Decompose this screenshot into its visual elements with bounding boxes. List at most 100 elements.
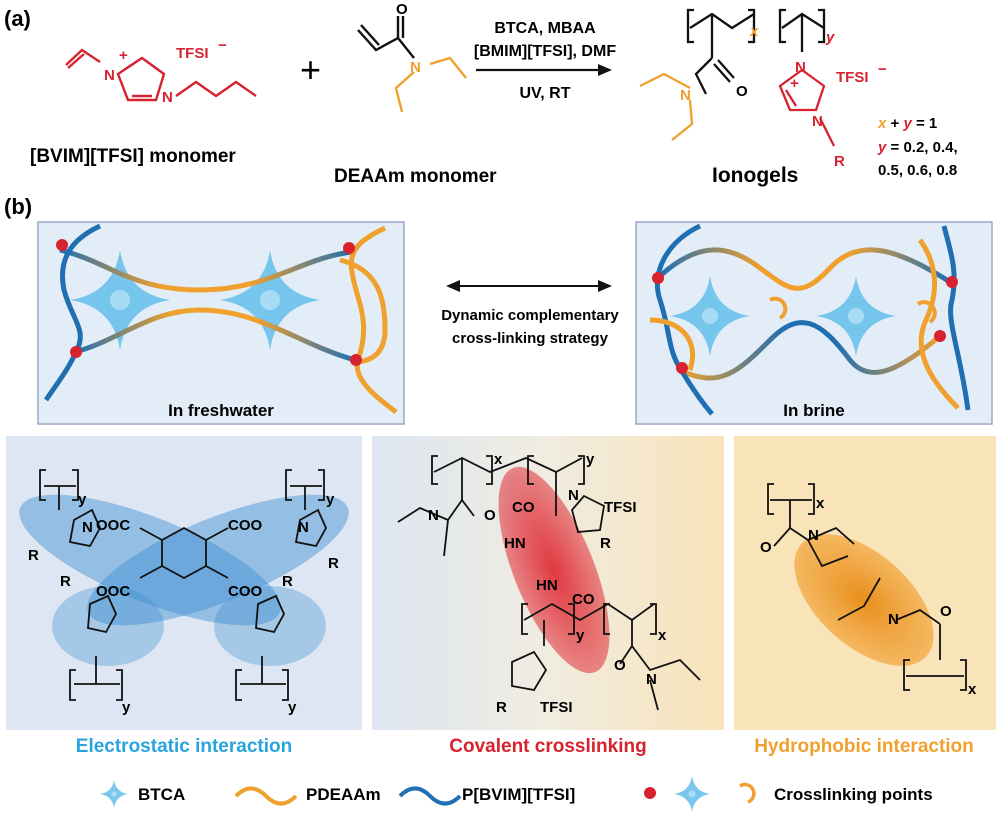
cov-sub-x-2: x: [658, 627, 667, 644]
elec-n-plus-2: N: [298, 519, 309, 536]
crosslink-point: [934, 330, 946, 342]
cov-n-2: N: [646, 671, 657, 688]
pdeaam-legend-icon: [234, 786, 298, 806]
brine-caption: In brine: [783, 401, 844, 420]
panel-label-b: (b): [4, 194, 32, 219]
crosslink-point: [676, 362, 688, 374]
electrostatic-label: Electrostatic interaction: [76, 736, 292, 757]
cov-co-1: CO: [512, 499, 535, 516]
product-plus-charge: +: [790, 75, 799, 92]
bvim-monomer-structure: [65, 48, 257, 102]
conditions-line3: UV, RT: [520, 85, 571, 102]
conditions-line1: BTCA, MBAA: [494, 20, 596, 37]
deaam-monomer-label: DEAAm monomer: [334, 166, 497, 187]
deaam-monomer-structure: [357, 16, 467, 113]
ionogel-product-structure: [639, 8, 836, 147]
cov-hn-2: HN: [536, 577, 558, 594]
hyd-sub-x-2: x: [968, 681, 977, 698]
bvim-n2: N: [162, 89, 173, 106]
cov-n-imid-1: N: [568, 487, 579, 504]
btca-point-legend-icon: [674, 776, 710, 812]
product-n-amide: N: [680, 87, 691, 104]
ratio-line2: y = 0.2, 0.4,: [877, 139, 958, 156]
bvim-monomer-label: [BVIM][TFSI] monomer: [30, 146, 236, 167]
elec-coo-1: COO: [228, 517, 263, 534]
crosslink-point: [652, 272, 664, 284]
elec-ooc-2: OOC: [96, 583, 130, 600]
reaction-arrowhead: [598, 64, 612, 76]
pbvim-legend-icon: [398, 786, 462, 806]
cov-sub-y-2: y: [576, 627, 585, 644]
double-arrow-left-head: [446, 280, 460, 292]
elec-r-2: R: [328, 555, 339, 572]
cov-tfsi-2: TFSI: [540, 699, 573, 716]
legend-pbvim: P[BVIM][TFSI]: [462, 785, 575, 804]
cov-o-1: O: [484, 507, 496, 524]
product-n-imid2: N: [812, 113, 823, 130]
elec-n-plus-1: N: [82, 519, 93, 536]
crosslink-point: [343, 242, 355, 254]
bvim-tfsi: TFSI: [176, 45, 209, 62]
hydrophobic-label: Hydrophobic interaction: [754, 736, 974, 757]
cov-co-2: CO: [572, 591, 595, 608]
product-tfsi: TFSI: [836, 69, 869, 86]
hydrophobic-panel: O N N O x x: [734, 436, 996, 730]
strategy-line1: Dynamic complementary: [441, 307, 619, 324]
crosslink-point: [70, 346, 82, 358]
strategy-line2: cross-linking strategy: [452, 330, 609, 347]
elec-r-1: R: [28, 547, 39, 564]
cov-sub-y-1: y: [586, 451, 595, 468]
elec-sub-y-4: y: [288, 699, 297, 716]
crosslink-point: [350, 354, 362, 366]
electrostatic-panel: N N R R R R OOC COO OOC COO y y y y: [6, 436, 362, 730]
product-o: O: [736, 83, 748, 100]
legend: BTCA PDEAAm P[BVIM][TFSI] Crosslinking p…: [100, 776, 933, 812]
legend-btca: BTCA: [138, 785, 185, 804]
covalent-panel: O N CO HN HN CO N TFSI R x y y x R TFSI …: [372, 436, 724, 730]
hyd-sub-x-1: x: [816, 495, 825, 512]
legend-crosslinking: Crosslinking points: [774, 785, 933, 804]
double-arrow-right-head: [598, 280, 612, 292]
product-sub-x: x: [749, 23, 759, 40]
ionogels-label: Ionogels: [712, 164, 798, 187]
bvim-tfsi-minus: −: [218, 37, 227, 54]
hydrophobic-crosslink-icon: [916, 300, 937, 324]
deaam-o: O: [396, 1, 408, 18]
product-tfsi-minus: −: [878, 61, 887, 78]
bvim-n1: N: [104, 67, 115, 84]
plus-sign: +: [300, 49, 321, 90]
legend-pdeaam: PDEAAm: [306, 785, 381, 804]
deaam-n: N: [410, 59, 421, 76]
bvim-plus-charge: +: [119, 47, 128, 64]
hyd-n-1: N: [808, 527, 819, 544]
cov-tfsi-1: TFSI: [604, 499, 637, 516]
hydrophobic-crosslink-icon: [769, 296, 788, 320]
cov-n-1: N: [428, 507, 439, 524]
elec-ooc-1: OOC: [96, 517, 130, 534]
crosslink-point: [56, 239, 68, 251]
freshwater-network-panel: In freshwater: [37, 221, 405, 425]
elec-sub-y-3: y: [122, 699, 131, 716]
hydrophobic-point-legend-icon: [739, 782, 756, 804]
product-r-group: R: [834, 153, 845, 170]
ratio-line3: 0.5, 0.6, 0.8: [878, 162, 957, 179]
elec-sub-y-1: y: [78, 491, 87, 508]
freshwater-caption: In freshwater: [168, 401, 274, 420]
elec-r-4: R: [282, 573, 293, 590]
brine-network-panel: In brine: [635, 221, 993, 425]
conditions-line2: [BMIM][TFSI], DMF: [474, 43, 616, 60]
cov-sub-x-1: x: [494, 451, 503, 468]
cov-r-2: R: [496, 699, 507, 716]
hyd-o-2: O: [940, 603, 952, 620]
cov-hn-1: HN: [504, 535, 526, 552]
hyd-o-1: O: [760, 539, 772, 556]
covalent-label: Covalent crosslinking: [449, 736, 646, 757]
cov-o-2: O: [614, 657, 626, 674]
elec-sub-y-2: y: [326, 491, 335, 508]
btca-legend-icon: [100, 780, 128, 808]
elec-coo-2: COO: [228, 583, 263, 600]
product-n-imid1: N: [795, 59, 806, 76]
hyd-n-2: N: [888, 611, 899, 628]
panel-label-a: (a): [4, 6, 31, 31]
